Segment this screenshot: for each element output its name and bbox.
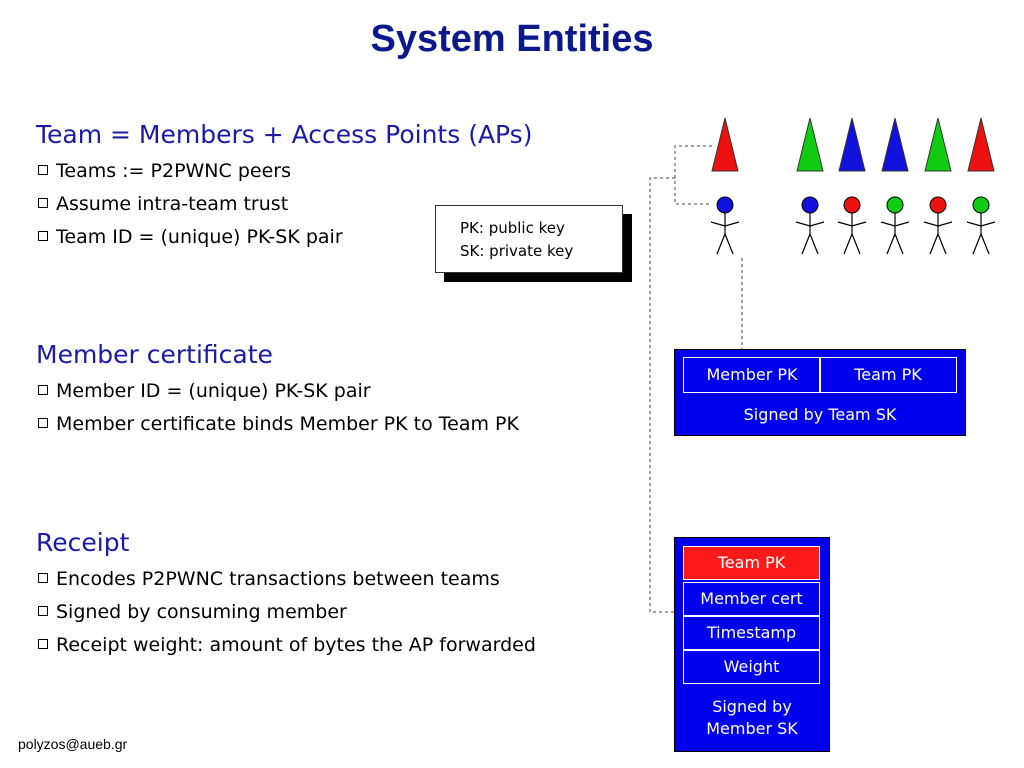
bullet-encodes: Encodes P2PWNC transactions between team… — [38, 568, 500, 590]
access-point-icon — [796, 117, 824, 172]
receipt-timestamp: Timestamp — [683, 616, 820, 650]
legend-sk: SK: private key — [460, 242, 574, 260]
legend-pk: PK: public key — [460, 219, 565, 237]
connector-ap-member — [674, 145, 712, 205]
pk-sk-legend: PK: public key SK: private key — [435, 205, 623, 273]
bullet-cert-binds: Member certificate binds Member PK to Te… — [38, 413, 519, 435]
heading-team: Team = Members + Access Points (APs) — [36, 120, 533, 149]
bullet-square-icon — [38, 573, 48, 583]
access-point-icon — [924, 117, 952, 172]
bullet-receipt-weight: Receipt weight: amount of bytes the AP f… — [38, 634, 536, 656]
access-point-icon — [967, 117, 995, 172]
member-stick-figure-icon — [966, 196, 996, 255]
dashed-connectors — [649, 145, 743, 613]
bullet-square-icon — [38, 606, 48, 616]
bullet-square-icon — [38, 385, 48, 395]
receipt-box: Team PK Member cert Timestamp Weight Sig… — [674, 537, 830, 752]
cert-signed-by: Signed by Team SK — [743, 405, 897, 424]
bullet-square-icon — [38, 418, 48, 428]
heading-receipt: Receipt — [36, 528, 130, 557]
bullet-square-icon — [38, 639, 48, 649]
bullet-signed-consuming: Signed by consuming member — [38, 601, 347, 623]
receipt-member-cert: Member cert — [683, 582, 820, 616]
access-points — [711, 117, 995, 172]
receipt-signed-line2: Member SK — [706, 719, 798, 738]
member-stick-figure-icon — [795, 196, 825, 255]
receipt-team-pk: Team PK — [683, 546, 820, 580]
receipt-weight: Weight — [683, 650, 820, 684]
team-members — [710, 196, 996, 255]
bullet-square-icon — [38, 198, 48, 208]
receipt-signed-line1: Signed by — [712, 697, 792, 716]
cert-team-pk: Team PK — [819, 357, 957, 393]
footer-email: polyzos@aueb.gr — [18, 736, 128, 752]
member-stick-figure-icon — [710, 196, 740, 255]
slide-title: System Entities — [370, 18, 654, 60]
member-stick-figure-icon — [923, 196, 953, 255]
bullet-member-id: Member ID = (unique) PK-SK pair — [38, 380, 371, 402]
member-certificate-box: Member PK Team PK Signed by Team SK — [674, 349, 966, 436]
access-point-icon — [881, 117, 909, 172]
bullet-square-icon — [38, 231, 48, 241]
bullet-square-icon — [38, 165, 48, 175]
access-point-icon — [838, 117, 866, 172]
bullet-team-id: Team ID = (unique) PK-SK pair — [38, 226, 343, 248]
bullet-teams: Teams := P2PWNC peers — [38, 160, 291, 182]
bullet-trust: Assume intra-team trust — [38, 193, 288, 215]
access-point-icon — [711, 117, 739, 172]
cert-member-pk: Member PK — [683, 357, 821, 393]
connector-team-receipt — [649, 177, 688, 613]
member-stick-figure-icon — [880, 196, 910, 255]
heading-member-certificate: Member certificate — [36, 340, 273, 369]
member-stick-figure-icon — [837, 196, 867, 255]
